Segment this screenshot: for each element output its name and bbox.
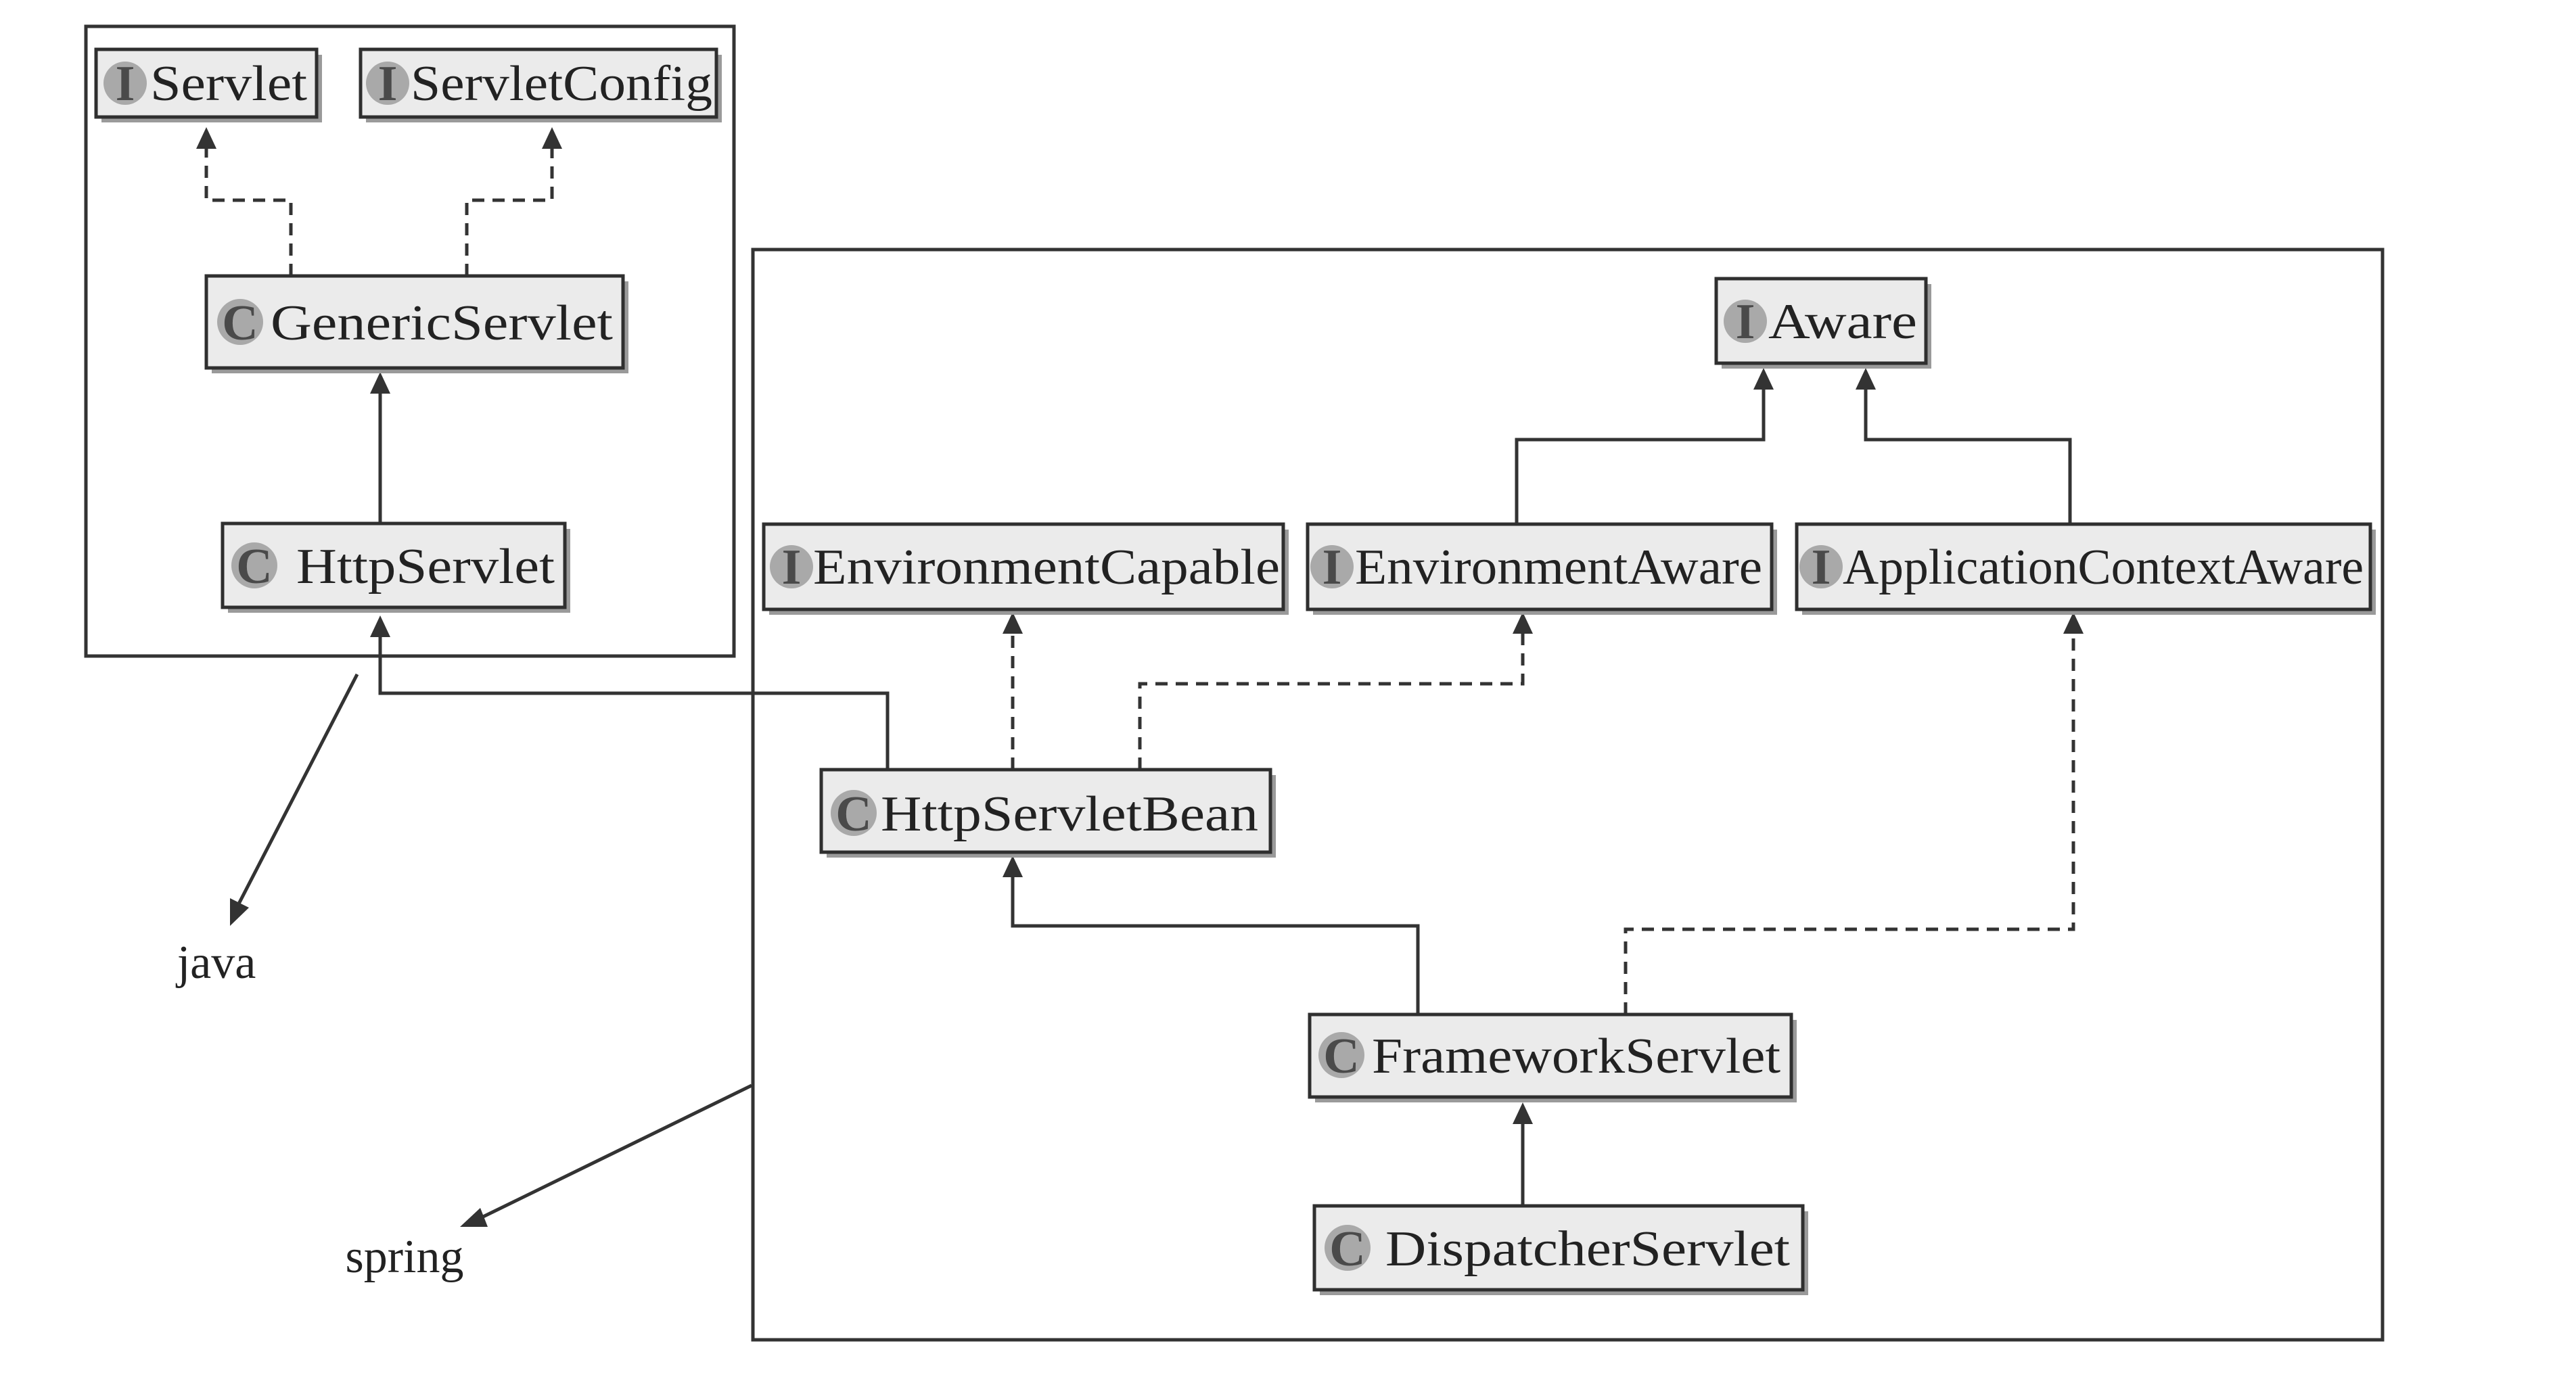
class-badge-letter: C	[236, 539, 272, 594]
node-httpservlet: C HttpServlet	[221, 521, 570, 613]
class-badge-icon	[1325, 1225, 1371, 1271]
node-applicationcontextaware-label: ApplicationContextAware	[1843, 540, 2364, 595]
node-environmentcapable-label: EnvironmentCapable	[813, 540, 1280, 595]
class-badge-letter: C	[1323, 1029, 1359, 1084]
node-environmentaware-label: EnvironmentAware	[1355, 540, 1762, 595]
node-applicationcontextaware: I ApplicationContextAware	[1795, 522, 2376, 615]
node-genericservlet: C GenericServlet	[204, 274, 628, 373]
class-badge-icon	[831, 790, 877, 836]
edge-httpservletbean-environmentaware	[1138, 632, 1525, 770]
node-aware: I Aware	[1714, 277, 1931, 369]
java-pointer-line	[234, 673, 359, 910]
node-genericservlet-label: GenericServlet	[271, 296, 613, 351]
interface-badge-icon	[770, 545, 813, 588]
edge-dispatcherservlet-frameworkservlet-arrowhead	[1513, 1102, 1533, 1124]
edge-httpservlet-genericservlet-arrowhead	[370, 372, 390, 394]
interface-badge-letter: I	[1736, 294, 1755, 350]
edge-httpservletbean-httpservlet-arrowhead	[370, 615, 390, 637]
node-httpservletbean-label: HttpServletBean	[881, 787, 1258, 842]
java-package-label: java	[175, 937, 256, 989]
node-httpservletbean: C HttpServletBean	[819, 768, 1276, 858]
edge-environmentaware-aware-arrowhead	[1753, 368, 1774, 390]
node-aware-label: Aware	[1768, 294, 1917, 350]
class-badge-letter: C	[835, 787, 871, 842]
class-badge-icon	[1318, 1032, 1364, 1078]
spring-package-frame	[751, 248, 2385, 1342]
interface-badge-letter: I	[1812, 540, 1831, 595]
node-environmentcapable: I EnvironmentCapable	[762, 522, 1289, 615]
interface-badge-letter: I	[116, 56, 135, 112]
node-environmentaware: I EnvironmentAware	[1306, 522, 1777, 615]
edge-genericservlet-servletconfig	[465, 147, 554, 276]
node-dispatcherservlet-label: DispatcherServlet	[1385, 1221, 1790, 1277]
spring-pointer-arrowhead	[460, 1208, 488, 1227]
spring-pointer-line	[476, 1083, 753, 1221]
interface-badge-icon	[1799, 545, 1843, 588]
edge-frameworkservlet-applicationcontextaware	[1624, 632, 2075, 1014]
edge-frameworkservlet-httpservletbean-arrowhead	[1003, 856, 1023, 877]
class-badge-icon	[217, 299, 263, 345]
node-frameworkservlet: C FrameworkServlet	[1308, 1012, 1797, 1102]
spring-package-label: spring	[346, 1231, 464, 1283]
node-servletconfig: I ServletConfig	[359, 47, 722, 122]
interface-badge-letter: I	[1322, 540, 1342, 595]
node-servlet-label: Servlet	[150, 56, 307, 112]
edge-frameworkservlet-httpservletbean	[1011, 876, 1420, 1014]
interface-badge-icon	[104, 62, 147, 105]
edge-applicationcontextaware-aware-arrowhead	[1856, 368, 1876, 390]
interface-badge-icon	[1310, 545, 1354, 588]
java-pointer-arrowhead	[230, 898, 249, 926]
edges	[196, 127, 2084, 1206]
node-httpservlet-label: HttpServlet	[296, 539, 555, 594]
edge-httpservletbean-httpservlet	[378, 636, 890, 770]
class-badge-icon	[231, 542, 277, 588]
node-dispatcherservlet: C DispatcherServlet	[1312, 1204, 1808, 1295]
class-badge-letter: C	[222, 296, 258, 351]
edge-applicationcontextaware-aware	[1864, 388, 2072, 524]
node-frameworkservlet-label: FrameworkServlet	[1372, 1029, 1780, 1084]
interface-badge-letter: I	[782, 540, 802, 595]
interface-badge-icon	[366, 62, 409, 105]
edge-genericservlet-servlet	[204, 147, 293, 276]
node-servletconfig-label: ServletConfig	[411, 56, 712, 112]
node-servlet: I Servlet	[94, 47, 322, 122]
edge-httpservletbean-environmentaware-arrowhead	[1513, 612, 1533, 634]
java-package-frame	[84, 24, 736, 658]
interface-badge-letter: I	[378, 56, 398, 112]
edge-frameworkservlet-applicationcontextaware-arrowhead	[2063, 612, 2084, 634]
edge-genericservlet-servletconfig-arrowhead	[542, 127, 562, 149]
edge-environmentaware-aware	[1515, 388, 1766, 524]
edge-genericservlet-servlet-arrowhead	[196, 127, 216, 149]
class-badge-letter: C	[1329, 1221, 1365, 1277]
edge-httpservletbean-environmentcapable-arrowhead	[1003, 612, 1023, 634]
interface-badge-icon	[1724, 300, 1767, 343]
